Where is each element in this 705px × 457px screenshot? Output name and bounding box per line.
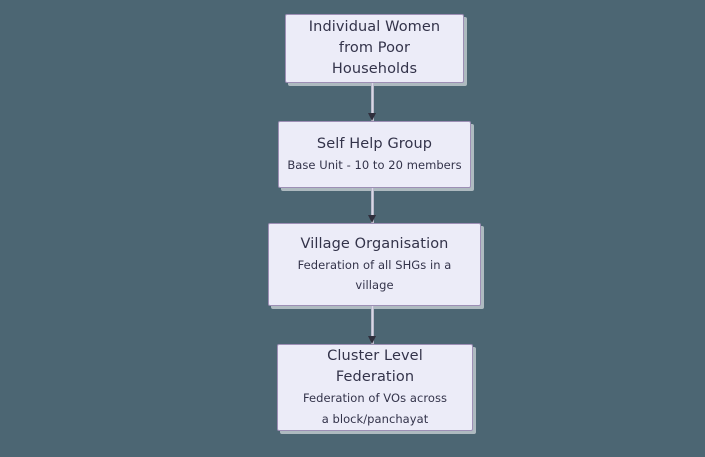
node-subtitle: Federation of VOs across a block/panchay…: [302, 391, 448, 426]
node-village-organisation[interactable]: Village Organisation Federation of all S…: [268, 223, 481, 306]
node-title: Self Help Group: [316, 135, 433, 152]
connector-self-help-group-to-village-organisation: [368, 188, 377, 223]
arrow-down-icon: [368, 336, 376, 344]
connector-line: [371, 188, 374, 223]
connector-individual-women-to-self-help-group: [368, 83, 377, 121]
node-subtitle: Federation of all SHGs in a village: [297, 257, 452, 292]
connector-line: [371, 83, 374, 121]
arrow-down-icon: [368, 215, 376, 223]
node-cluster-level-federation[interactable]: Cluster Level Federation Federation of V…: [277, 344, 473, 431]
connector-village-organisation-to-cluster-level-federation: [368, 306, 377, 344]
node-title: Individual Women from Poor Households: [308, 18, 441, 78]
node-title: Cluster Level Federation: [327, 348, 423, 386]
node-subtitle: Base Unit - 10 to 20 members: [287, 157, 462, 172]
node-title: Village Organisation: [300, 235, 449, 252]
connector-line: [371, 306, 374, 344]
arrow-down-icon: [368, 113, 376, 121]
node-self-help-group[interactable]: Self Help Group Base Unit - 10 to 20 mem…: [278, 121, 471, 188]
node-individual-women[interactable]: Individual Women from Poor Households: [285, 14, 464, 83]
